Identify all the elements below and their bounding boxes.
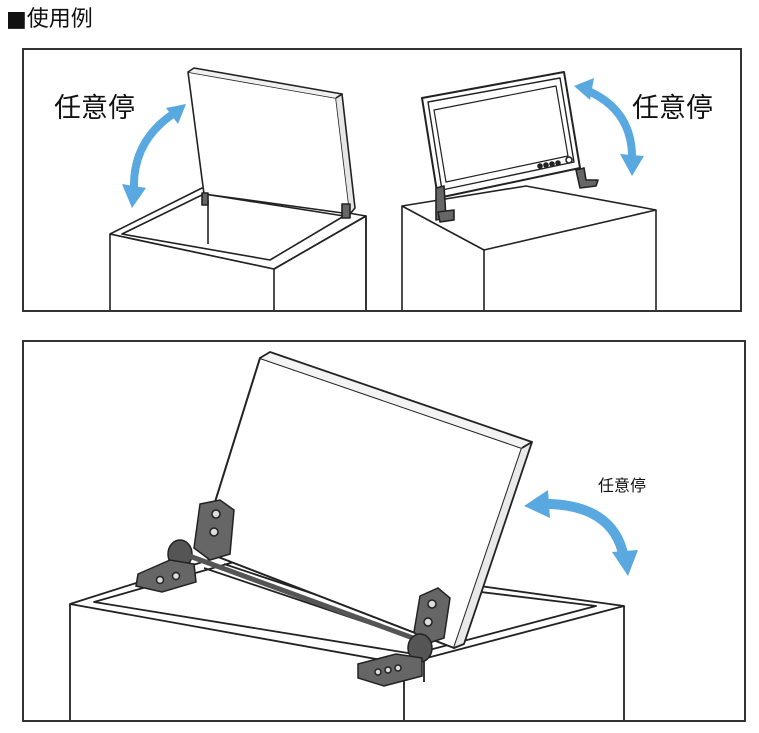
cabinet-lid: [199, 351, 533, 649]
rotation-arrow-left: [122, 104, 186, 208]
top-illustration: [109, 67, 657, 310]
hinge-left: [135, 499, 425, 645]
monitor-right: [421, 71, 581, 199]
open-box-left: [109, 187, 367, 310]
usage-example-panel-bottom: 任意停: [22, 340, 746, 722]
stop-anywhere-label-bottom: 任意停: [598, 476, 647, 495]
rotation-arrow-right: [574, 78, 644, 176]
stop-anywhere-label-right: 任意停: [632, 93, 713, 124]
rotation-arrow-bottom: [524, 490, 638, 576]
hinge-right: [357, 587, 451, 687]
box-lid-left: [187, 67, 356, 215]
hinge-left-small: [201, 192, 351, 219]
usage-example-panel-top: 任意停 任意停: [22, 48, 742, 312]
bottom-illustration: [69, 351, 638, 720]
page-title: ■使用例: [6, 7, 93, 32]
stop-anywhere-label-left: 任意停: [54, 93, 135, 124]
stand-box-right: [401, 185, 657, 310]
hinge-right-small: [435, 167, 599, 223]
